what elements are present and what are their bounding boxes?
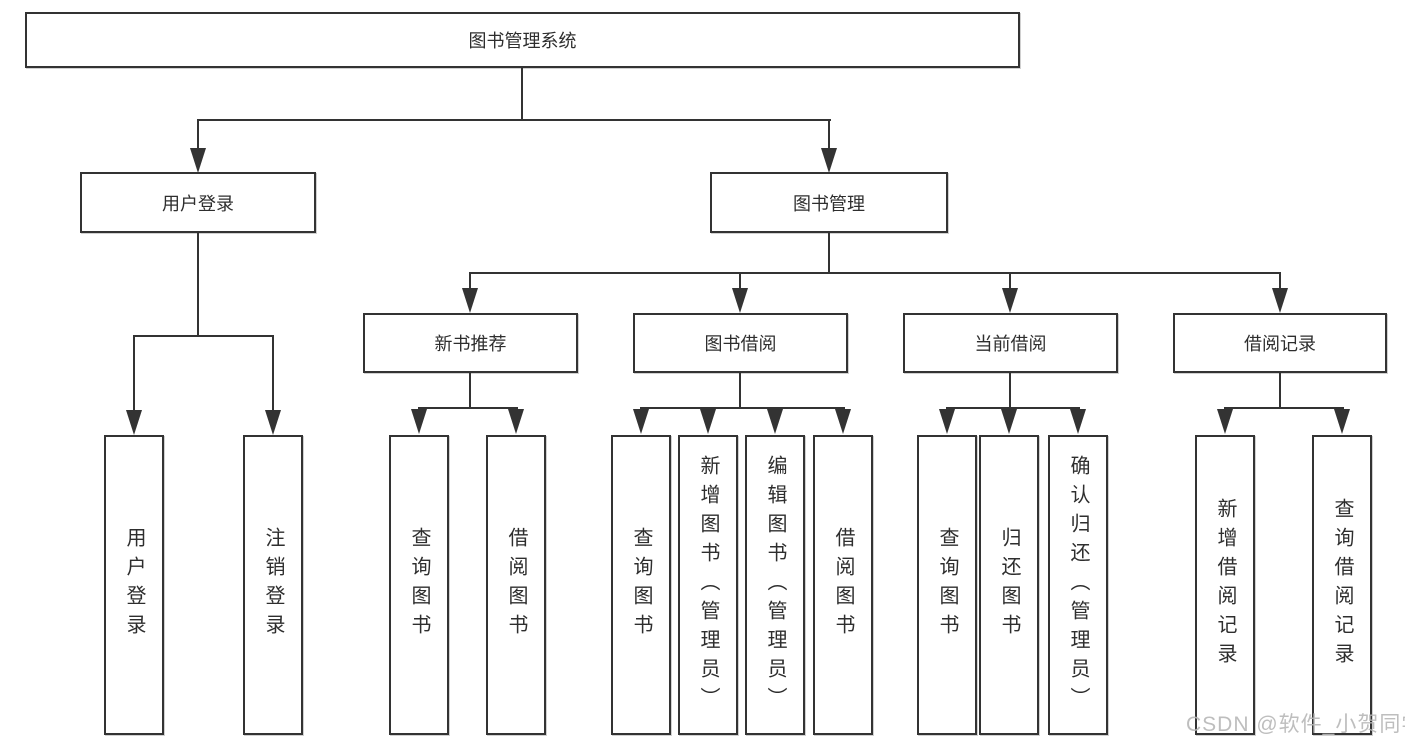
connector-hline bbox=[946, 407, 1080, 409]
arrow-head bbox=[508, 409, 524, 434]
arrow-head bbox=[1002, 288, 1018, 313]
connector-vline bbox=[828, 121, 830, 151]
node-user-login: 用户登录 bbox=[80, 172, 316, 233]
connector-vline bbox=[1009, 274, 1011, 290]
connector-hline bbox=[1224, 407, 1344, 409]
leaf-query-borrow-record: 查询借阅记录 bbox=[1312, 435, 1372, 735]
leaf-borrow-books: 借阅图书 bbox=[813, 435, 873, 735]
connector-vline bbox=[272, 337, 274, 413]
leaf-add-borrow-record: 新增借阅记录 bbox=[1195, 435, 1255, 735]
leaf-logout: 注销登录 bbox=[243, 435, 303, 735]
node-book-management: 图书管理 bbox=[710, 172, 948, 233]
node-book-borrow: 图书借阅 bbox=[633, 313, 848, 373]
connector-hline bbox=[133, 335, 274, 337]
arrow-head bbox=[732, 288, 748, 313]
connector-hline bbox=[640, 407, 845, 409]
leaf-return-books: 归还图书 bbox=[979, 435, 1039, 735]
leaf-query-books-borrow: 查询图书 bbox=[611, 435, 671, 735]
arrow-head bbox=[700, 409, 716, 434]
connector-vline bbox=[197, 233, 199, 337]
arrow-head bbox=[265, 410, 281, 435]
connector-vline bbox=[1279, 373, 1281, 409]
node-current-borrow: 当前借阅 bbox=[903, 313, 1118, 373]
arrow-head bbox=[411, 409, 427, 434]
arrow-head bbox=[190, 148, 206, 173]
leaf-borrow-books-recommend: 借阅图书 bbox=[486, 435, 546, 735]
watermark: CSDN @软件_小贺同学 bbox=[1186, 713, 1405, 736]
arrow-head bbox=[939, 409, 955, 434]
connector-vline bbox=[521, 68, 523, 121]
connector-vline bbox=[469, 373, 471, 409]
connector-vline bbox=[1009, 373, 1011, 409]
arrow-head bbox=[126, 410, 142, 435]
leaf-query-books-current: 查询图书 bbox=[917, 435, 977, 735]
connector-vline bbox=[133, 337, 135, 413]
arrow-head bbox=[1272, 288, 1288, 313]
arrow-head bbox=[1001, 409, 1017, 434]
leaf-query-books-recommend: 查询图书 bbox=[389, 435, 449, 735]
connector-vline bbox=[739, 274, 741, 290]
arrow-head bbox=[767, 409, 783, 434]
connector-hline bbox=[418, 407, 518, 409]
node-new-book-recommend: 新书推荐 bbox=[363, 313, 578, 373]
connector-vline bbox=[197, 121, 199, 151]
connector-hline bbox=[197, 119, 831, 121]
leaf-confirm-return-admin: 确认归还（管理员） bbox=[1048, 435, 1108, 735]
arrow-head bbox=[1070, 409, 1086, 434]
node-root-system: 图书管理系统 bbox=[25, 12, 1020, 68]
leaf-edit-books-admin: 编辑图书（管理员） bbox=[745, 435, 805, 735]
connector-vline bbox=[1279, 274, 1281, 290]
connector-hline bbox=[469, 272, 1281, 274]
arrow-head bbox=[462, 288, 478, 313]
node-borrow-records: 借阅记录 bbox=[1173, 313, 1387, 373]
arrow-head bbox=[1334, 409, 1350, 434]
arrow-head bbox=[1217, 409, 1233, 434]
connector-vline bbox=[739, 373, 741, 409]
arrow-head bbox=[821, 148, 837, 173]
connector-vline bbox=[469, 274, 471, 290]
arrow-head bbox=[835, 409, 851, 434]
arrow-head bbox=[633, 409, 649, 434]
leaf-user-login: 用户登录 bbox=[104, 435, 164, 735]
connector-vline bbox=[828, 233, 830, 274]
leaf-add-books-admin: 新增图书（管理员） bbox=[678, 435, 738, 735]
